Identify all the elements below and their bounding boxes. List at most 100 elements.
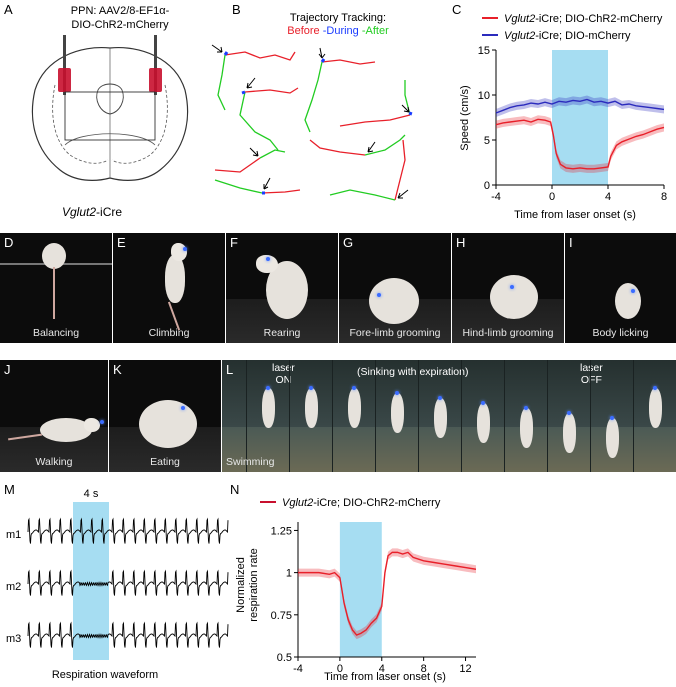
arrow-1 (211, 44, 223, 53)
photo-walking: J Walking (0, 360, 108, 472)
arrow-3 (318, 47, 326, 59)
traj-6-after (364, 134, 406, 156)
fiber-g (377, 293, 381, 297)
traj-7-after (214, 179, 263, 194)
traj-1-before (224, 51, 296, 61)
trajectory-title: Trajectory Tracking: (289, 12, 387, 24)
rat-body-g (369, 278, 419, 324)
chart-c-series-1-line (495, 98, 665, 114)
wave-m1 (27, 517, 229, 544)
injection-site-right (149, 68, 162, 92)
chart-c-xlabel: Time from laser onset (s) (514, 209, 636, 221)
chart-n-xtick-label: 12 (459, 663, 471, 675)
rat-head-f (256, 255, 278, 273)
fiber-swim-frame (610, 416, 614, 420)
panel-a-virus-text: PPN: AAV2/8-EF1α- DIO-ChR2-mCherry (40, 4, 200, 32)
chart-n-legend: Vglut2-iCre; DIO-ChR2-mCherry (260, 497, 441, 509)
panel-label-l: L (226, 362, 234, 377)
caption-swimming: Swimming (226, 456, 275, 468)
chart-c-ylabel: Speed (cm/s) (459, 85, 471, 150)
arrow-2 (246, 77, 256, 89)
rat-body-j (40, 418, 92, 442)
chart-n-laser-shade (339, 522, 382, 657)
chart-c-legend-1: Vglut2-iCre; DIO-ChR2-mCherry (504, 13, 663, 25)
row-label-m1: m1 (6, 529, 21, 541)
panel-label-j: J (4, 362, 11, 377)
swimming-rat-frame (262, 388, 275, 428)
chart-n-ytick-label: 1 (286, 568, 292, 580)
panel-label-k: K (113, 362, 122, 377)
panel-a-text-line1: PPN: AAV2/8-EF1α- (70, 5, 170, 17)
panel-label-e: E (117, 235, 126, 250)
photo-eating: K Eating (109, 360, 221, 472)
fiber-swim-frame (653, 386, 657, 390)
traj-during-1 (223, 51, 229, 56)
swimming-rat-frame (477, 403, 490, 443)
frame-divider (246, 360, 247, 472)
rat-body-k (139, 400, 197, 448)
chart-c-xtick-label: 4 (605, 191, 611, 203)
rat-body-h (490, 275, 538, 319)
arrow-8 (397, 189, 409, 199)
frame-divider (418, 360, 419, 472)
caption-rearing: Rearing (263, 327, 301, 339)
traj-3-before (321, 59, 376, 65)
chart-n-xlabel: Time from laser onset (s) (324, 671, 446, 683)
photo-climbing: E Climbing (113, 233, 225, 343)
swimming-rat-frame (606, 418, 619, 458)
chart-c-series-0-line (495, 118, 665, 170)
chart-n-ytick-label: 0.5 (277, 652, 292, 664)
water-bottom (222, 427, 676, 472)
fiber-h (510, 285, 514, 289)
frame-divider (590, 360, 591, 472)
brain-lower-lobe (64, 133, 156, 146)
rat-body-d (42, 243, 66, 269)
chart-n-ylabel-2: respiration rate (248, 548, 260, 621)
panel-label-d: D (4, 235, 14, 250)
traj-3-after (304, 61, 323, 133)
brain-section-diagram (31, 35, 189, 181)
panel-label-c: C (452, 2, 462, 17)
frame-divider (332, 360, 333, 472)
panel-label-f: F (230, 235, 238, 250)
panel-a-text-line2: DIO-ChR2-mCherry (71, 19, 169, 31)
caption-climbing: Climbing (148, 327, 190, 339)
trajectory-title-block: Trajectory Tracking: Before -During -Aft… (258, 12, 418, 38)
brain-ventricle (96, 83, 124, 115)
chart-c-xtick-label: -4 (491, 191, 501, 203)
chart-n-xtick-label: 4 (379, 663, 385, 675)
fiber-swim-frame (395, 391, 399, 395)
swimming-rat-frame (348, 388, 361, 428)
sinking-label: (Sinking with expiration) (357, 366, 469, 378)
caption-balancing: Balancing (32, 327, 80, 339)
rat-head-j (84, 418, 100, 432)
frame-divider (289, 360, 290, 472)
chart-n-ytick-label: 0.75 (271, 610, 292, 622)
trajectory-legend: Before -During -After (287, 25, 389, 37)
trajectory-plot (211, 44, 413, 201)
swimming-rat-frame (520, 408, 533, 448)
fiber-swim-frame (481, 401, 485, 405)
chart-c-ytick-label: 10 (478, 90, 490, 102)
chart-c-ytick-label: 15 (478, 45, 490, 57)
caption-hind-limb-grooming: Hind-limb grooming (462, 327, 554, 339)
ppn-box (64, 91, 156, 141)
arrow-7 (263, 177, 271, 190)
chart-n-legend-1: Vglut2-iCre; DIO-ChR2-mCherry (282, 497, 441, 509)
panel-label-n: N (230, 482, 240, 497)
panel-label-h: H (456, 235, 466, 250)
chart-c-ytick-label: 0 (484, 180, 490, 192)
chart-c-laser-shade (552, 50, 608, 185)
chart-n-ytick-label: 1.25 (271, 525, 292, 537)
traj-4-before (339, 114, 411, 127)
photo-fore-limb-grooming: G Fore-limb grooming (339, 233, 451, 343)
chart-n-xtick-label: 0 (337, 663, 343, 675)
rat-body-i (615, 283, 641, 319)
brain-inner-right (111, 84, 168, 164)
swimming-rat-frame (305, 388, 318, 428)
chart-c-series-1-band (496, 95, 664, 118)
frame-divider (504, 360, 505, 472)
wave-m3 (27, 621, 229, 648)
swimming-rat-frame (563, 413, 576, 453)
